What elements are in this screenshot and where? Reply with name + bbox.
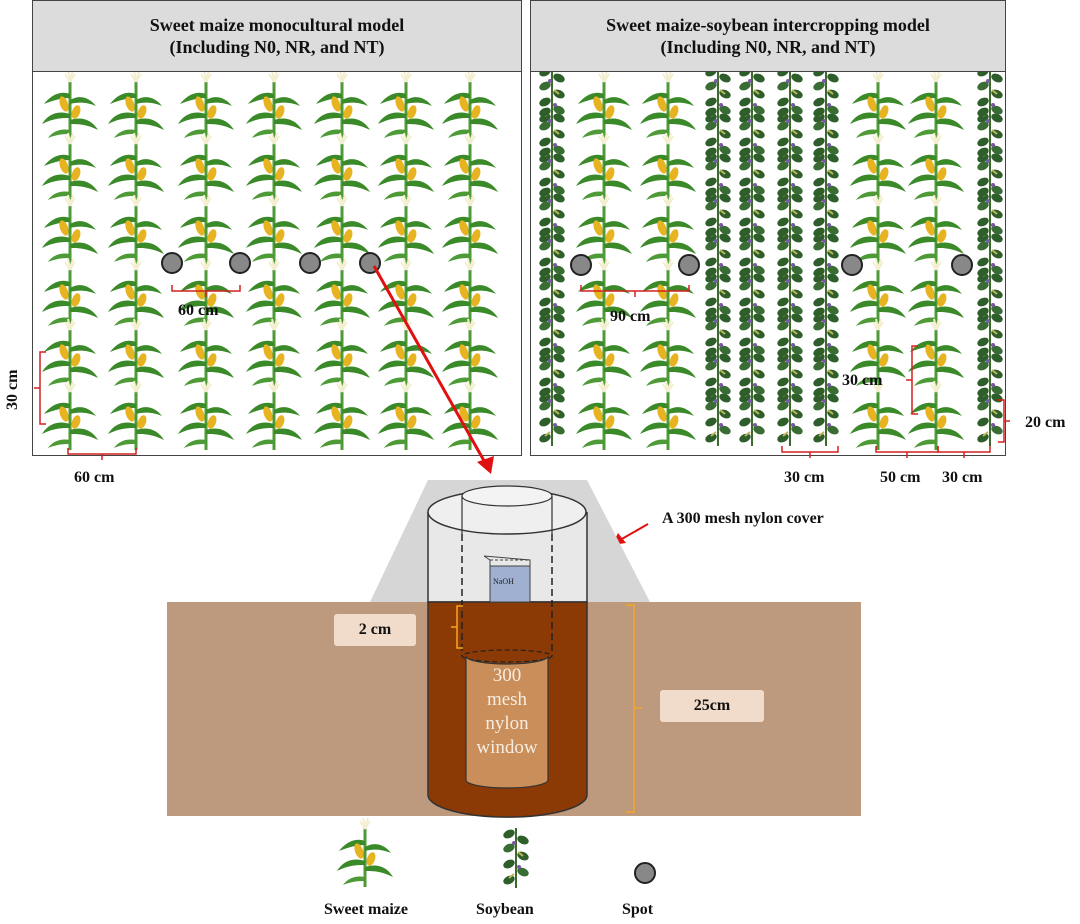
intercropping-subtitle: (Including N0, NR, and NT) bbox=[660, 37, 876, 57]
bracket-mono-spot bbox=[171, 285, 241, 297]
label-mono-row-spacing: 30 cm bbox=[4, 369, 21, 410]
nylon-window bbox=[465, 655, 549, 789]
legend-spot-label: Spot bbox=[622, 901, 654, 918]
intercropping-title: Sweet maize-soybean intercropping model bbox=[606, 15, 930, 35]
spot-marker bbox=[229, 252, 251, 274]
bracket-inter-spot bbox=[580, 285, 690, 297]
bracket-inter-soy-col2 bbox=[937, 446, 991, 458]
spot-marker bbox=[951, 254, 973, 276]
monoculture-panel: Sweet maize monocultural model (Includin… bbox=[32, 0, 522, 456]
spot-marker bbox=[678, 254, 700, 276]
legend-soybean-label: Soybean bbox=[476, 901, 534, 918]
bracket-inter-soy-col bbox=[781, 446, 839, 458]
nylon-window-label: 300 mesh nylon window bbox=[476, 665, 538, 758]
legend-maize-icon bbox=[335, 816, 395, 889]
label-inter-soy-col-spacing: 30 cm bbox=[784, 469, 825, 486]
zoom-arrow-head bbox=[477, 456, 494, 474]
bracket-depth-top bbox=[451, 605, 463, 649]
legend-soybean-icon bbox=[500, 826, 532, 889]
label-inter-maize-row-spacing: 30 cm bbox=[842, 372, 883, 389]
spot-marker bbox=[841, 254, 863, 276]
label-inter-soy-col2-spacing: 30 cm bbox=[942, 469, 983, 486]
label-inter-soy-row-spacing: 20 cm bbox=[1025, 414, 1066, 431]
spot-marker bbox=[161, 252, 183, 274]
label-mono-spot-spacing: 60 cm bbox=[178, 302, 219, 319]
bracket-mono-col bbox=[67, 448, 137, 460]
label-naoh: NaOH bbox=[493, 577, 514, 586]
monoculture-subtitle: (Including N0, NR, and NT) bbox=[169, 37, 385, 57]
spot-marker bbox=[570, 254, 592, 276]
monoculture-panel-header: Sweet maize monocultural model (Includin… bbox=[33, 1, 521, 72]
label-inter-gap-spacing: 50 cm bbox=[880, 469, 921, 486]
intercropping-panel: Sweet maize-soybean intercropping model … bbox=[530, 0, 1006, 456]
label-inter-spot-spacing: 90 cm bbox=[610, 308, 651, 325]
inner-cylinder-top bbox=[461, 485, 553, 507]
bracket-mono-row bbox=[34, 351, 46, 425]
legend-spot-icon bbox=[634, 862, 656, 884]
naoh-beaker bbox=[489, 565, 531, 603]
bracket-inter-maize-row bbox=[906, 345, 918, 415]
cover-arrow bbox=[619, 523, 649, 541]
bracket-inter-soy-row bbox=[998, 399, 1010, 443]
badge-depth-total: 25cm bbox=[660, 690, 764, 722]
label-nylon-cover: A 300 mesh nylon cover bbox=[662, 510, 824, 527]
zoom-arrow bbox=[372, 265, 489, 467]
spot-marker bbox=[299, 252, 321, 274]
badge-depth-top: 2 cm bbox=[334, 614, 416, 646]
bracket-inter-gap bbox=[875, 446, 939, 458]
legend-maize-label: Sweet maize bbox=[324, 901, 408, 918]
bracket-depth-total bbox=[626, 604, 642, 813]
intercropping-panel-header: Sweet maize-soybean intercropping model … bbox=[531, 1, 1005, 72]
label-mono-col-spacing: 60 cm bbox=[74, 469, 115, 486]
monoculture-title: Sweet maize monocultural model bbox=[149, 15, 405, 35]
